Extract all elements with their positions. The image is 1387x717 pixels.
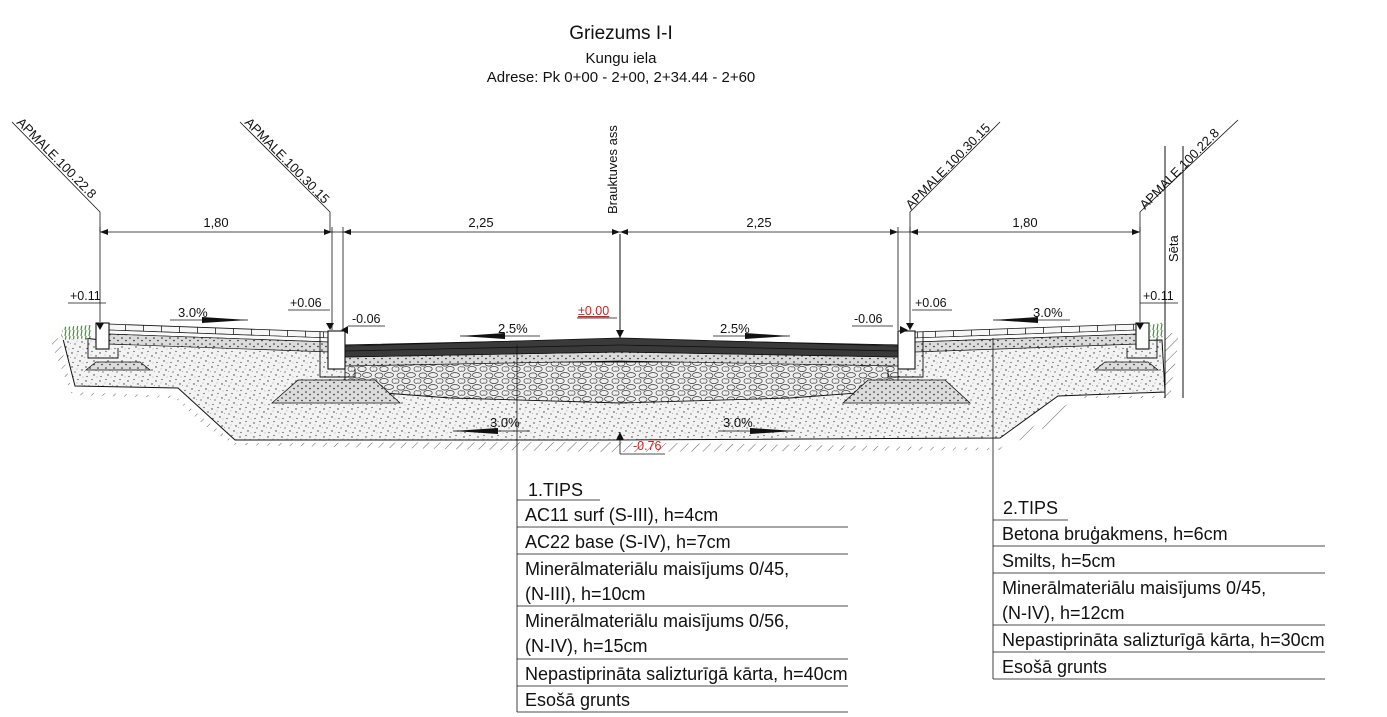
legend1-row: Nepastiprināta salizturīgā kārta, h=40cm xyxy=(525,664,848,684)
legend1-row: (N-IV), h=15cm xyxy=(525,636,648,656)
legend2-row: (N-IV), h=12cm xyxy=(1002,603,1125,623)
street-name: Kungu iela xyxy=(586,50,658,67)
dim-sidewalk-left: 1,80 xyxy=(203,215,228,230)
apmale-outer-left-label: APMALE.100.22.8 xyxy=(14,115,100,202)
curb-foundation-right xyxy=(841,379,972,404)
slope-sidewalk-left: 3.0% xyxy=(178,305,208,320)
dimension-line xyxy=(99,227,1141,330)
legend1-row: AC11 surf (S-III), h=4cm xyxy=(525,505,718,525)
level-center: ±0.00 xyxy=(578,304,609,318)
legend2-title: 2.TIPS xyxy=(1003,498,1058,518)
curb-stones xyxy=(95,322,1150,370)
legend2-row: Nepastiprināta salizturīgā kārta, h=30cm xyxy=(1002,630,1325,650)
slope-lane-left: 2.5% xyxy=(498,321,528,336)
slope-sidewalk-right: 3.0% xyxy=(1033,305,1063,320)
legend2-row: Esošā grunts xyxy=(1002,657,1107,677)
outer-curb-foundation-right xyxy=(1093,361,1160,371)
legend2-row: Smilts, h=5cm xyxy=(1002,551,1116,571)
legend1-row: (N-III), h=10cm xyxy=(525,584,646,604)
address-label: Adrese: Pk 0+00 - 2+00, 2+34.44 - 2+60 xyxy=(487,69,756,86)
curb-beds xyxy=(87,325,1158,378)
level-inner-left-top: +0.06 xyxy=(290,296,322,310)
legend1-row: Esošā grunts xyxy=(525,690,630,710)
slope-base-left: 3.0% xyxy=(490,415,520,430)
drawing-title: Griezums I-I xyxy=(569,23,672,44)
dim-sidewalk-right: 1,80 xyxy=(1012,215,1037,230)
level-marks xyxy=(68,302,1178,455)
fence-label: Sēta xyxy=(1166,234,1181,262)
level-inner-left-bottom: -0.06 xyxy=(352,312,381,326)
level-outer-left: +0.11 xyxy=(70,289,101,303)
slope-arrows xyxy=(170,317,1070,434)
slope-base-right: 3.0% xyxy=(723,415,753,430)
level-triangles xyxy=(96,323,1144,440)
legend1-row: Minerālmateriālu maisījums 0/45, xyxy=(525,559,789,579)
road-axis-label: Brauktuves ass xyxy=(605,125,620,214)
legend-type1: 1.TIPS AC11 surf (S-III), h=4cm AC22 bas… xyxy=(517,480,848,713)
legend1-row: AC22 base (S-IV), h=7cm xyxy=(525,532,731,552)
level-bottom: -0.76 xyxy=(633,439,662,453)
dim-lane-right: 2,25 xyxy=(746,215,771,230)
level-inner-right-bottom: -0.06 xyxy=(854,312,883,326)
legend2-row: Minerālmateriālu maisījums 0/45, xyxy=(1002,578,1266,598)
legend2-row: Betona bruģakmens, h=6cm xyxy=(1002,524,1228,544)
outer-curb-foundation-left xyxy=(84,361,152,371)
curb-leaders xyxy=(11,119,1239,232)
legend1-title: 1.TIPS xyxy=(528,480,583,500)
slope-lane-right: 2.5% xyxy=(720,321,750,336)
grass-right xyxy=(1150,322,1165,338)
apmale-outer-right-label: APMALE.100.22.8 xyxy=(1136,125,1222,212)
grass-left xyxy=(62,325,92,340)
legend-type2: 2.TIPS Betona bruģakmens, h=6cm Smilts, … xyxy=(993,498,1325,680)
curb-foundation-left xyxy=(270,379,402,404)
level-inner-right-top: +0.06 xyxy=(915,296,947,310)
dim-lane-left: 2,25 xyxy=(468,215,493,230)
level-outer-right: +0.11 xyxy=(1143,289,1174,303)
legend1-row: Minerālmateriālu maisījums 0/56, xyxy=(525,611,789,631)
apmale-inner-left-label: APMALE.100.30.15 xyxy=(242,115,333,207)
apmale-inner-right-label: APMALE.100.30.15 xyxy=(902,120,993,212)
